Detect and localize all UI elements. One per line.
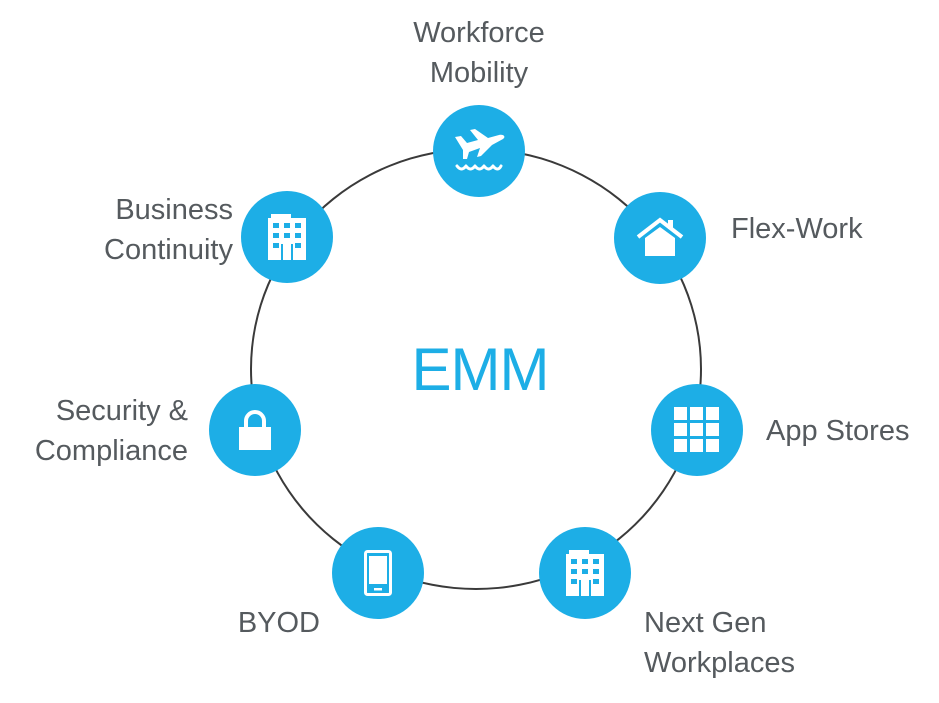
label-line: BYOD [237, 607, 320, 639]
label-line: Compliance [34, 435, 188, 467]
label-next-gen-workplaces: Next Gen Workplaces [644, 603, 795, 683]
node-flex-work[interactable] [614, 192, 706, 284]
label-app-stores: App Stores [766, 411, 909, 451]
label-line: Workplaces [644, 647, 795, 679]
smartphone-icon [364, 550, 392, 596]
label-line: Security & [55, 395, 188, 427]
label-line: Business [115, 194, 233, 226]
label-flex-work: Flex-Work [731, 209, 863, 249]
label-workforce-mobility: Workforce Mobility [379, 13, 579, 93]
label-line: Next Gen [644, 607, 767, 639]
label-business-continuity: Business Continuity [40, 190, 233, 270]
node-app-stores[interactable] [651, 384, 743, 476]
label-line: App Stores [766, 415, 910, 447]
label-security-compliance: Security & Compliance [10, 391, 188, 471]
label-line: Workforce [413, 17, 545, 49]
label-line: Flex-Work [731, 213, 863, 245]
node-next-gen-workplaces[interactable] [539, 527, 631, 619]
office-building-icon [566, 550, 604, 596]
label-line: Mobility [429, 57, 529, 89]
node-workforce-mobility[interactable] [433, 105, 525, 197]
padlock-icon [239, 410, 271, 450]
node-byod[interactable] [332, 527, 424, 619]
label-byod: BYOD [220, 603, 320, 643]
node-business-continuity[interactable] [241, 191, 333, 283]
node-security-compliance[interactable] [209, 384, 301, 476]
office-building-icon [268, 214, 306, 260]
app-grid-icon [674, 407, 719, 452]
center-label-emm: EMM [411, 336, 550, 403]
label-line: Continuity [104, 234, 233, 266]
airplane-icon [455, 129, 505, 171]
house-icon [636, 217, 684, 256]
